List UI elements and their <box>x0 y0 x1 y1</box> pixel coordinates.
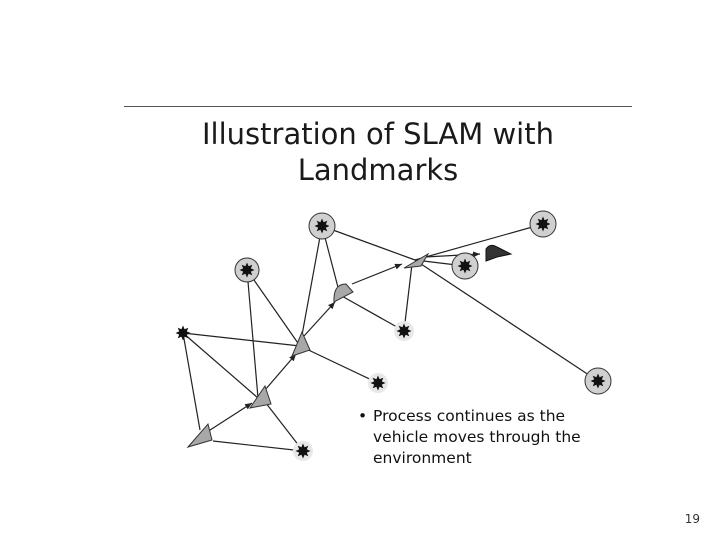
landmark-star-icon <box>239 262 255 278</box>
vehicle-pose-icon <box>248 384 272 409</box>
observation-line <box>339 294 405 332</box>
landmark-star-icon <box>457 258 473 274</box>
observation-line <box>299 225 323 347</box>
bullet-icon: • <box>358 407 368 425</box>
observation-line <box>182 332 301 347</box>
observation-line <box>414 259 599 382</box>
title-line-1: Illustration of SLAM with <box>202 117 554 151</box>
landmark-star-icon <box>295 443 311 459</box>
observation-line <box>182 332 201 431</box>
landmark-star-icon <box>396 323 412 339</box>
observation-line <box>321 225 416 261</box>
observation-lines <box>182 223 599 452</box>
observation-line <box>414 223 544 261</box>
title-divider <box>124 106 632 107</box>
bullet-line-1: Process continues as the <box>373 407 566 425</box>
landmark <box>293 441 313 461</box>
vehicle-poses <box>186 252 430 448</box>
slide-title: Illustration of SLAM with Landmarks <box>124 116 632 188</box>
current-vehicle <box>485 244 513 262</box>
landmark-star-icon <box>590 373 606 389</box>
landmark <box>394 321 414 341</box>
landmark <box>234 257 260 283</box>
landmark <box>175 325 191 341</box>
motion-arrow <box>303 301 336 337</box>
landmark-star-icon <box>370 375 386 391</box>
vehicle-pose-icon <box>403 252 430 269</box>
motion-arrow <box>206 402 253 433</box>
current-vehicle-icon <box>485 244 513 262</box>
observation-line <box>246 269 301 347</box>
landmark <box>584 367 612 395</box>
observation-line <box>182 332 259 399</box>
observation-line <box>246 269 259 399</box>
observation-line <box>212 440 304 452</box>
vehicle-pose-icon <box>291 330 311 357</box>
landmark <box>368 373 388 393</box>
observation-line <box>261 397 304 452</box>
landmark-star-icon <box>314 218 330 234</box>
observation-line <box>299 345 379 384</box>
title-line-2: Landmarks <box>297 153 459 187</box>
landmark-star-icon <box>175 325 191 341</box>
landmark <box>529 210 557 238</box>
vehicle-pose-icon <box>333 283 354 303</box>
page-number: 19 <box>684 512 700 526</box>
landmark <box>451 252 479 280</box>
landmarks <box>175 210 612 461</box>
motion-arrow <box>351 263 403 285</box>
motion-arrow <box>264 353 297 391</box>
bullet-line-2: vehicle moves through the <box>373 428 581 446</box>
landmark <box>308 212 336 240</box>
landmark-star-icon <box>535 216 551 232</box>
observation-line <box>403 263 413 332</box>
bullet-line-3: environment <box>373 449 472 467</box>
vehicle-pose-icon <box>186 422 213 448</box>
